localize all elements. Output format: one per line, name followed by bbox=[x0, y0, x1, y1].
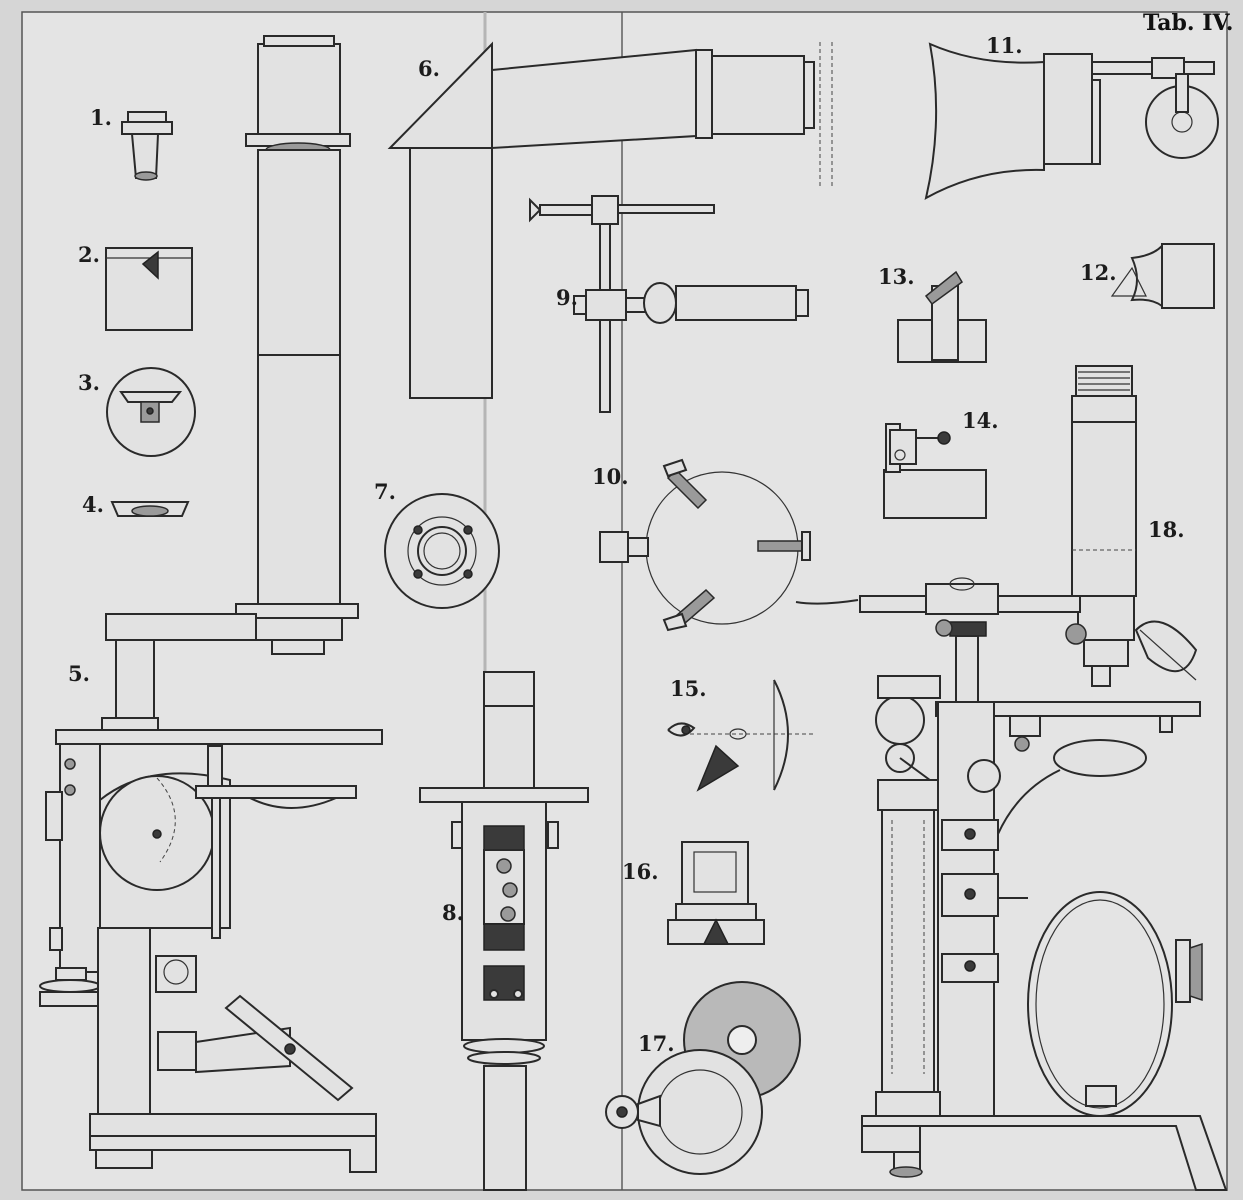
figure-label-1: 1. bbox=[90, 105, 112, 130]
figure-3-diaphragm bbox=[106, 367, 196, 457]
figure-6-prism-tube bbox=[387, 41, 833, 399]
figure-13-stage-prism bbox=[897, 270, 987, 363]
figure-label-5: 5. bbox=[68, 661, 90, 686]
figure-label-7: 7. bbox=[374, 479, 396, 504]
plate-title: Tab. IV. bbox=[1143, 10, 1233, 36]
figure-4-lens-mount bbox=[110, 501, 190, 517]
figure-label-6: 6. bbox=[418, 56, 440, 81]
figure-label-13: 13. bbox=[878, 264, 915, 289]
figure-17-diaphragm-discs bbox=[605, 981, 801, 1175]
figure-label-11: 11. bbox=[986, 33, 1023, 58]
figure-label-4: 4. bbox=[82, 492, 104, 517]
figure-15-eye-optics bbox=[667, 679, 816, 792]
figure-label-12: 12. bbox=[1080, 260, 1117, 285]
figure-label-14: 14. bbox=[962, 408, 999, 433]
figure-label-3: 3. bbox=[78, 370, 100, 395]
figure-9-cross-rod bbox=[529, 195, 809, 413]
figure-label-16: 16. bbox=[622, 859, 659, 884]
figure-label-9: 9. bbox=[556, 285, 578, 310]
figure-label-17: 17. bbox=[638, 1031, 675, 1056]
figure-label-2: 2. bbox=[78, 242, 100, 267]
figure-1-eyepiece bbox=[121, 111, 173, 181]
figure-14-bracket bbox=[883, 423, 987, 519]
figure-10-ring-clamp bbox=[599, 458, 811, 632]
figure-8-adjustment-column bbox=[419, 671, 589, 1191]
figure-label-18: 18. bbox=[1148, 517, 1185, 542]
figure-12-prism-cap bbox=[1110, 243, 1215, 309]
figure-18-microscope bbox=[795, 365, 1228, 1191]
figure-label-15: 15. bbox=[670, 676, 707, 701]
figure-16-slide-holder bbox=[667, 841, 765, 945]
figure-5-microscope bbox=[39, 35, 383, 1173]
figure-7-ring bbox=[384, 493, 500, 609]
figure-2-prism-box bbox=[105, 247, 193, 331]
figure-label-8: 8. bbox=[442, 900, 464, 925]
figure-11-funnel-tube bbox=[924, 42, 1219, 200]
figure-label-10: 10. bbox=[592, 464, 629, 489]
